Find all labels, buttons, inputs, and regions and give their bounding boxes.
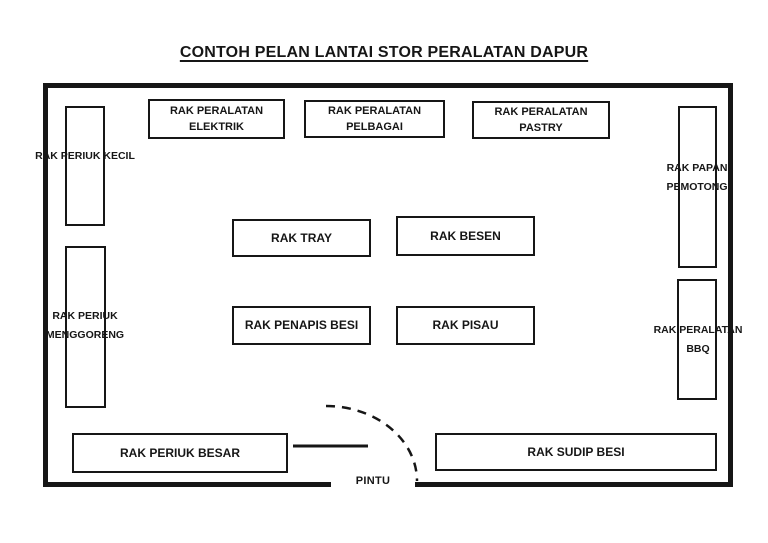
rack-periuk-menggoreng-box [65, 246, 106, 408]
rack-peralatan-bbq-box [677, 279, 717, 400]
store-outline-wall [43, 83, 733, 487]
rack-besen: RAK BESEN [396, 216, 535, 256]
rack-penapis-besi: RAK PENAPIS BESI [232, 306, 371, 345]
rack-peralatan-bbq-label: RAK PERALATAN BBQ [653, 324, 743, 355]
rack-peralatan-elektrik: RAK PERALATAN ELEKTRIK [148, 99, 285, 139]
rack-periuk-besar: RAK PERIUK BESAR [72, 433, 288, 473]
page-title: CONTOH PELAN LANTAI STOR PERALATAN DAPUR [179, 44, 589, 61]
rack-papan-pemotong-label: RAK PAPAN PEMOTONG [666, 162, 728, 193]
rack-periuk-kecil-box [65, 106, 105, 226]
rack-periuk-kecil-label: RAK PERIUK KECIL [35, 150, 135, 162]
rack-sudip-besi: RAK SUDIP BESI [435, 433, 717, 471]
rack-papan-pemotong-box [678, 106, 717, 268]
rack-tray: RAK TRAY [232, 219, 371, 257]
door-label: PINTU [355, 475, 391, 487]
rack-periuk-menggoreng-label: RAK PERIUK MENGGORENG [45, 310, 125, 341]
rack-peralatan-pastry: RAK PERALATAN PASTRY [472, 101, 610, 139]
rack-peralatan-pelbagai: RAK PERALATAN PELBAGAI [304, 100, 445, 138]
rack-pisau: RAK PISAU [396, 306, 535, 345]
